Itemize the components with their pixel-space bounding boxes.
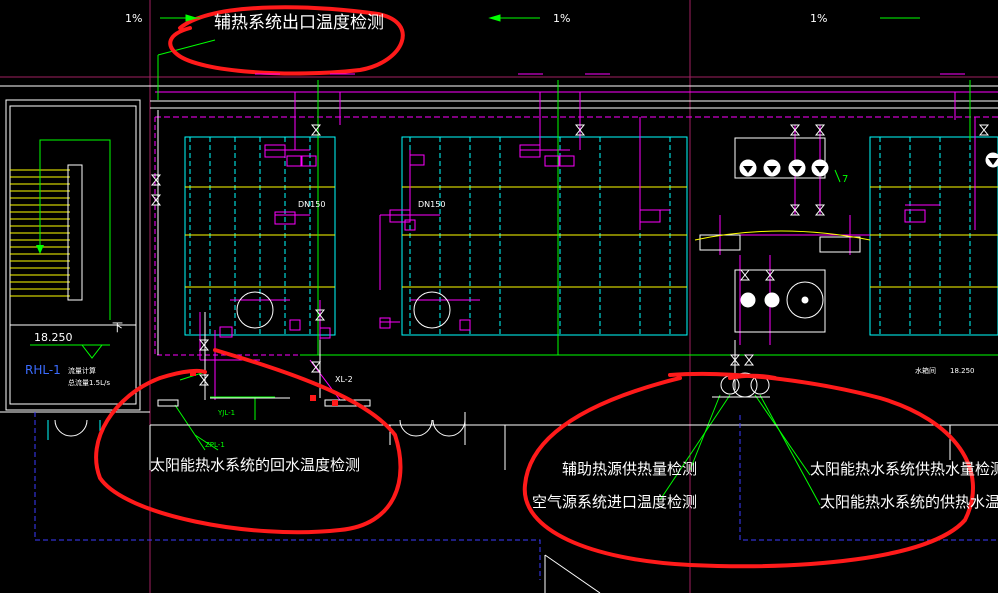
riser-label-rhl: RHL-1 bbox=[25, 363, 61, 377]
pump-room-green bbox=[834, 169, 841, 183]
riser-label-zpl: ZPL-1 bbox=[205, 441, 225, 449]
pump-room-beam bbox=[694, 230, 871, 241]
lower-floor-dashed bbox=[34, 412, 998, 580]
callout-number-7: 7 bbox=[842, 174, 849, 185]
annotation-solar-supply-temp: 太阳能热水系统的供热水温度 bbox=[820, 493, 998, 511]
instrument-boxes bbox=[219, 144, 926, 339]
tank-group-3 bbox=[869, 136, 998, 336]
riser-label-yjl: YJL-1 bbox=[218, 409, 236, 417]
valve-symbols bbox=[150, 124, 990, 386]
elev-left-triangle bbox=[80, 344, 104, 359]
stair-arrow-head bbox=[36, 245, 44, 254]
grade-label-1: 1% bbox=[125, 12, 143, 25]
flow-total-label: 总流量1.5L/s bbox=[68, 379, 111, 387]
stairwell-inner bbox=[9, 105, 137, 405]
tank-group-1 bbox=[184, 136, 336, 336]
pipe-size-dn1: DN150 bbox=[298, 200, 326, 209]
annotation-solar-return-temp: 太阳能热水系统的回水温度检测 bbox=[150, 456, 361, 474]
stair-well-hole bbox=[67, 164, 83, 301]
pipe-size-dn2: DN150 bbox=[418, 200, 446, 209]
annotation-aux-heat-supply: 辅助热源供热量检测 bbox=[562, 460, 698, 478]
grade-arrows bbox=[160, 14, 920, 22]
riser-label-xl2: XL-2 bbox=[335, 375, 353, 384]
stair-arrow-path bbox=[39, 139, 111, 320]
grade-label-2: 1% bbox=[553, 12, 571, 25]
pump-symbols bbox=[739, 152, 998, 308]
water-tank-room-label: 水箱间 bbox=[915, 367, 936, 375]
grade-label-3: 1% bbox=[810, 12, 828, 25]
pump-triangles bbox=[743, 158, 998, 173]
stair-down-label: 下 bbox=[112, 321, 123, 334]
green-pipes bbox=[157, 39, 998, 506]
flow-calc-label: 流量计算 bbox=[68, 367, 96, 375]
annotation-aux-outlet-temp: 辅热系统出口温度检测 bbox=[214, 13, 384, 33]
elevation-right: 18.250 bbox=[950, 367, 975, 375]
annotation-air-source-inlet-temp: 空气源系统进口温度检测 bbox=[532, 493, 698, 511]
elevation-left: 18.250 bbox=[34, 331, 73, 344]
red-annotation-circles bbox=[94, 5, 975, 569]
annotation-solar-supply-volume: 太阳能热水系统供热水量检测 bbox=[810, 460, 998, 478]
expansion-tanks bbox=[236, 281, 824, 398]
lower-floor-walls bbox=[54, 412, 951, 593]
